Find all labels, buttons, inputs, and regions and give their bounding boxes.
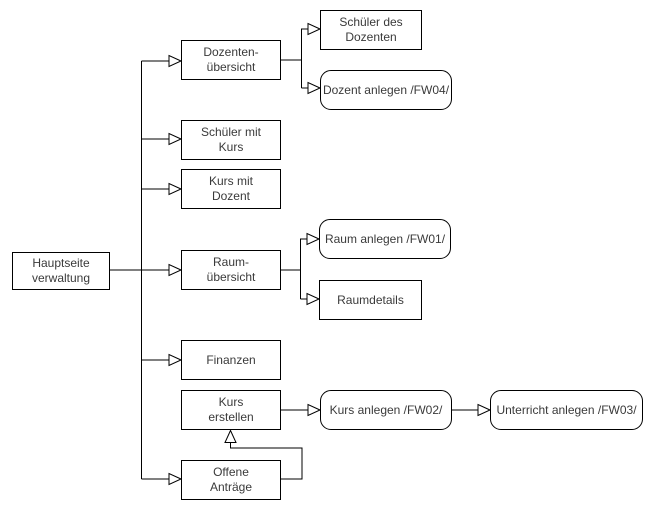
arrowhead (307, 403, 322, 417)
node-dozent-anlegen[interactable]: Dozent anlegen /FW04/ (320, 70, 452, 110)
edge-kurs-anlegen-unterricht-anlegen (452, 403, 492, 417)
edge-offene-antraege-kurs-erstellen (224, 429, 303, 480)
edge-hauptseite-kurs-mit-dozent (141, 182, 183, 196)
edge-hauptseite-finanzen (141, 353, 183, 367)
node-hauptseite-verwaltung[interactable]: Hauptseite verwaltung (12, 252, 110, 290)
edge-raum-children (281, 232, 321, 306)
node-kurs-anlegen[interactable]: Kurs anlegen /FW02/ (320, 390, 452, 430)
arrowhead (307, 81, 322, 95)
edge-hauptseite-dozenten-uebersicht (141, 54, 183, 68)
edge-hauptseite-schueler-mit-kurs (141, 132, 183, 146)
arrowhead (168, 353, 183, 367)
edge-hauptseite-raum-uebersicht (110, 263, 183, 277)
node-unterricht-anlegen[interactable]: Unterricht anlegen /FW03/ (490, 390, 643, 430)
edge-line (281, 238, 307, 300)
edge-hauptseite-offene-antraege (141, 472, 183, 486)
node-raumdetails[interactable]: Raumdetails (319, 280, 422, 320)
arrowhead (306, 232, 321, 246)
node-offene-antraege[interactable]: Offene Anträge (181, 460, 281, 500)
node-kurs-erstellen[interactable]: Kurs erstellen (181, 390, 281, 430)
edge-dozenten-children (281, 22, 322, 95)
edge-line (281, 28, 308, 89)
node-dozenten-uebersicht[interactable]: Dozenten- übersicht (181, 40, 281, 80)
arrowhead (168, 263, 183, 277)
arrowhead (307, 22, 322, 36)
node-finanzen[interactable]: Finanzen (181, 340, 281, 380)
node-schueler-mit-kurs[interactable]: Schüler mit Kurs (181, 120, 281, 160)
node-raum-anlegen[interactable]: Raum anlegen /FW01/ (319, 219, 451, 259)
arrowhead (168, 472, 183, 486)
arrowhead (477, 403, 492, 417)
edge-line (230, 442, 303, 480)
edge-kurs-erstellen-kurs-anlegen (281, 403, 322, 417)
node-kurs-mit-dozent[interactable]: Kurs mit Dozent (181, 169, 281, 209)
arrowhead (224, 429, 237, 443)
arrowhead (306, 292, 321, 306)
arrowhead (168, 182, 183, 196)
node-raum-uebersicht[interactable]: Raum- übersicht (181, 250, 281, 290)
arrowhead (168, 132, 183, 146)
arrowhead (168, 54, 183, 68)
node-schueler-des-dozenten[interactable]: Schüler des Dozenten (320, 10, 422, 50)
